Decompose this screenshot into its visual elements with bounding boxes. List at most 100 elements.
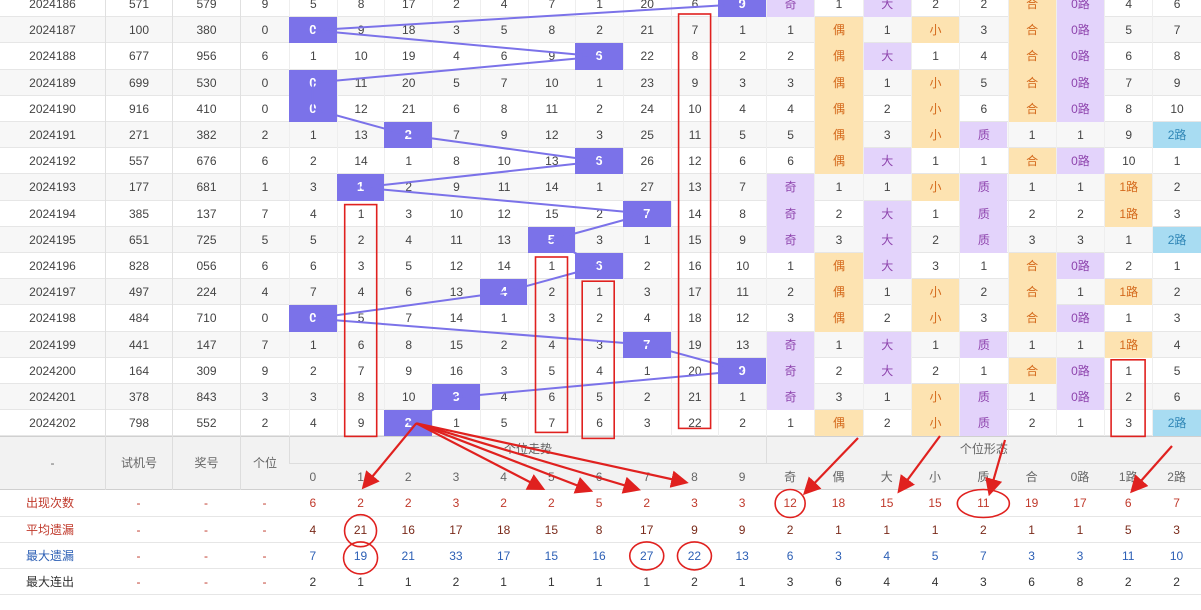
stats-digit: 21 [353, 522, 368, 537]
miss-count: 5 [289, 226, 337, 253]
issue-number: 2024193 [29, 180, 76, 195]
miss-count: 13 [432, 279, 480, 306]
unit-digit: 1 [240, 174, 289, 201]
form-cell: 2 [862, 410, 911, 437]
form-cell: 1 [959, 253, 1007, 280]
miss-count: 6 [718, 148, 766, 175]
form-cell: 5 [959, 69, 1007, 96]
miss-count: 14 [479, 253, 528, 280]
miss-count: 4 [479, 0, 528, 18]
miss-count: 3 [527, 305, 576, 332]
form-cell: 1 [1055, 122, 1104, 149]
miss-count: 4 [622, 305, 671, 332]
form-cell: 3 [1152, 305, 1200, 332]
form-cell: 奇 [766, 384, 815, 411]
miss-count: 6 [479, 43, 528, 70]
stats-digit: 1 [357, 575, 364, 589]
unit-digit: 0 [240, 305, 289, 332]
header-digit: 6 [575, 463, 623, 490]
stats-form: 15 [928, 496, 942, 511]
trial-number: 164 [105, 357, 172, 384]
form-cell: 3 [959, 17, 1007, 44]
form-cell: 质 [959, 410, 1008, 437]
miss-count: 14 [336, 148, 385, 175]
miss-count: 8 [432, 148, 480, 175]
form-cell: 大 [862, 253, 911, 280]
stats-form: 6 [835, 575, 842, 589]
stats-form: 2 [786, 522, 794, 537]
miss-count: 3 [575, 331, 623, 358]
form-cell: 质 [959, 331, 1008, 358]
miss-count: 9 [479, 122, 528, 149]
stats-digit: 1 [595, 575, 603, 589]
form-cell: 2 [862, 95, 911, 122]
miss-count: 11 [527, 95, 576, 122]
form-cell: 4 [766, 95, 814, 122]
hit-ball: 6 [575, 253, 623, 280]
stats-form: 7 [979, 548, 987, 563]
form-cell: 1 [766, 410, 814, 437]
miss-count: 3 [718, 69, 766, 96]
form-cell: 偶 [814, 279, 863, 306]
miss-count: 1 [622, 357, 671, 384]
miss-count: 1 [622, 226, 671, 253]
miss-count: 5 [384, 253, 432, 280]
miss-count: 6 [336, 331, 385, 358]
form-cell: 2 [1007, 410, 1056, 437]
form-cell: 2 [814, 200, 862, 227]
miss-count: 7 [527, 0, 576, 18]
header-digit: 0 [289, 463, 337, 490]
miss-count: 8 [336, 384, 385, 411]
form-cell: 1路 [1104, 279, 1153, 306]
header-digit: 8 [670, 463, 719, 490]
trial-number: 677 [105, 43, 172, 70]
form-cell: 1 [959, 357, 1007, 384]
unit-digit: 2 [240, 122, 289, 149]
form-cell: 偶 [814, 69, 863, 96]
unit-digit: 9 [240, 357, 289, 384]
form-cell: 1 [1055, 279, 1104, 306]
miss-count: 1 [289, 122, 337, 149]
stats-dash: - [204, 496, 208, 511]
form-cell: 0路 [1055, 253, 1105, 280]
header-form: 偶 [814, 463, 863, 490]
form-cell: 6 [959, 95, 1007, 122]
miss-count: 8 [670, 43, 719, 70]
form-cell: 1 [1055, 331, 1104, 358]
form-cell: 2 [1055, 200, 1104, 227]
prize-number: 956 [172, 43, 240, 70]
miss-count: 9 [336, 410, 385, 437]
form-cell: 1 [1055, 410, 1104, 437]
stats-form: 3 [1173, 522, 1180, 537]
form-cell: 1 [862, 17, 911, 44]
stats-form: 10 [1169, 548, 1184, 563]
form-cell: 8 [1104, 95, 1152, 122]
miss-count: 7 [432, 122, 480, 149]
stats-form: 1 [835, 522, 842, 537]
unit-digit: 4 [240, 279, 289, 306]
miss-count: 2 [575, 305, 623, 332]
stats-digit: 2 [643, 496, 651, 511]
stats-digit: 2 [500, 496, 507, 511]
issue-number: 2024195 [29, 232, 76, 247]
prize-number: 710 [172, 305, 240, 332]
form-cell: 小 [910, 279, 960, 306]
stats-dash: - [262, 522, 267, 537]
trial-number: 557 [105, 148, 172, 175]
stats-form: 5 [931, 548, 939, 563]
issue-number: 2024199 [29, 337, 76, 352]
issue-number: 2024192 [29, 154, 76, 169]
miss-count: 21 [670, 384, 719, 411]
stats-form: 11 [1122, 548, 1135, 563]
miss-count: 1 [289, 331, 337, 358]
form-cell: 1 [1007, 384, 1056, 411]
miss-count: 11 [718, 279, 766, 306]
stats-form: 15 [880, 496, 894, 511]
form-cell: 2路 [1152, 122, 1201, 149]
stats-form: 6 [1028, 575, 1035, 589]
form-cell: 2 [862, 305, 911, 332]
miss-count: 14 [670, 200, 719, 227]
unit-digit: 0 [240, 17, 289, 44]
issue-number: 2024201 [29, 390, 76, 404]
stats-digit: 13 [735, 548, 749, 563]
